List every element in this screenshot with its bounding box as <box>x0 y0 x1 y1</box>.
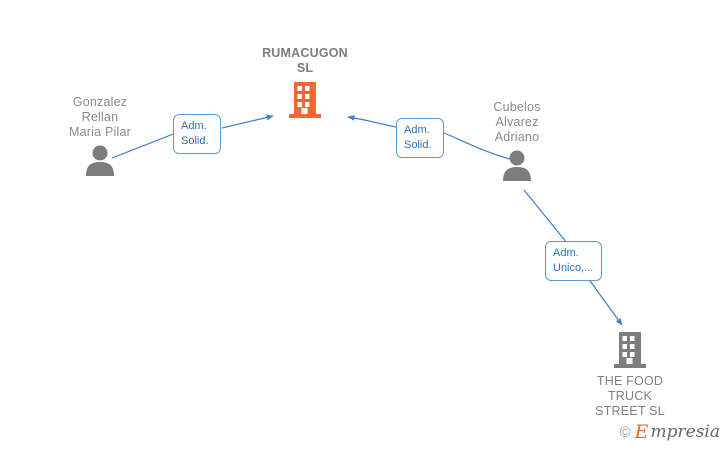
building-icon <box>570 330 690 370</box>
edge-cubelos-to-rumacugon-arrow <box>347 115 397 128</box>
node-gonzalez[interactable]: Gonzalez Rellan Maria Pilar <box>45 95 155 176</box>
building-icon <box>240 76 370 120</box>
edge-cubelos-to-foodtruck <box>523 189 568 244</box>
node-cubelos[interactable]: Cubelos Alvarez Adriano <box>462 100 572 181</box>
node-gonzalez-label: Gonzalez Rellan Maria Pilar <box>69 95 131 139</box>
node-foodtruck[interactable]: THE FOOD TRUCK STREET SL <box>570 330 690 419</box>
copyright-icon: © <box>619 424 631 441</box>
edge-gonzalez-to-rumacugon-arrow <box>221 114 274 129</box>
edge-label-cubelos-foodtruck[interactable]: Adm. Unico,... <box>545 241 602 281</box>
edge-label-cubelos-rumacugon[interactable]: Adm. Solid. <box>396 118 444 158</box>
edge-cubelos-to-rumacugon <box>443 132 514 161</box>
node-cubelos-label: Cubelos Alvarez Adriano <box>493 100 541 144</box>
edge-label-gonzalez-rumacugon[interactable]: Adm. Solid. <box>173 114 221 154</box>
edge-gonzalez-to-rumacugon <box>111 132 177 159</box>
brand-name: mpresia <box>650 422 721 442</box>
brand-initial: E <box>634 421 649 443</box>
person-icon <box>462 145 572 181</box>
node-rumacugon-label: RUMACUGON SL <box>262 46 348 75</box>
watermark: © E mpresia <box>620 423 720 442</box>
person-icon <box>45 140 155 176</box>
edge-cubelos-to-foodtruck-arrow <box>584 273 623 326</box>
node-rumacugon[interactable]: RUMACUGON SL <box>240 46 370 120</box>
node-foodtruck-label: THE FOOD TRUCK STREET SL <box>595 374 665 418</box>
